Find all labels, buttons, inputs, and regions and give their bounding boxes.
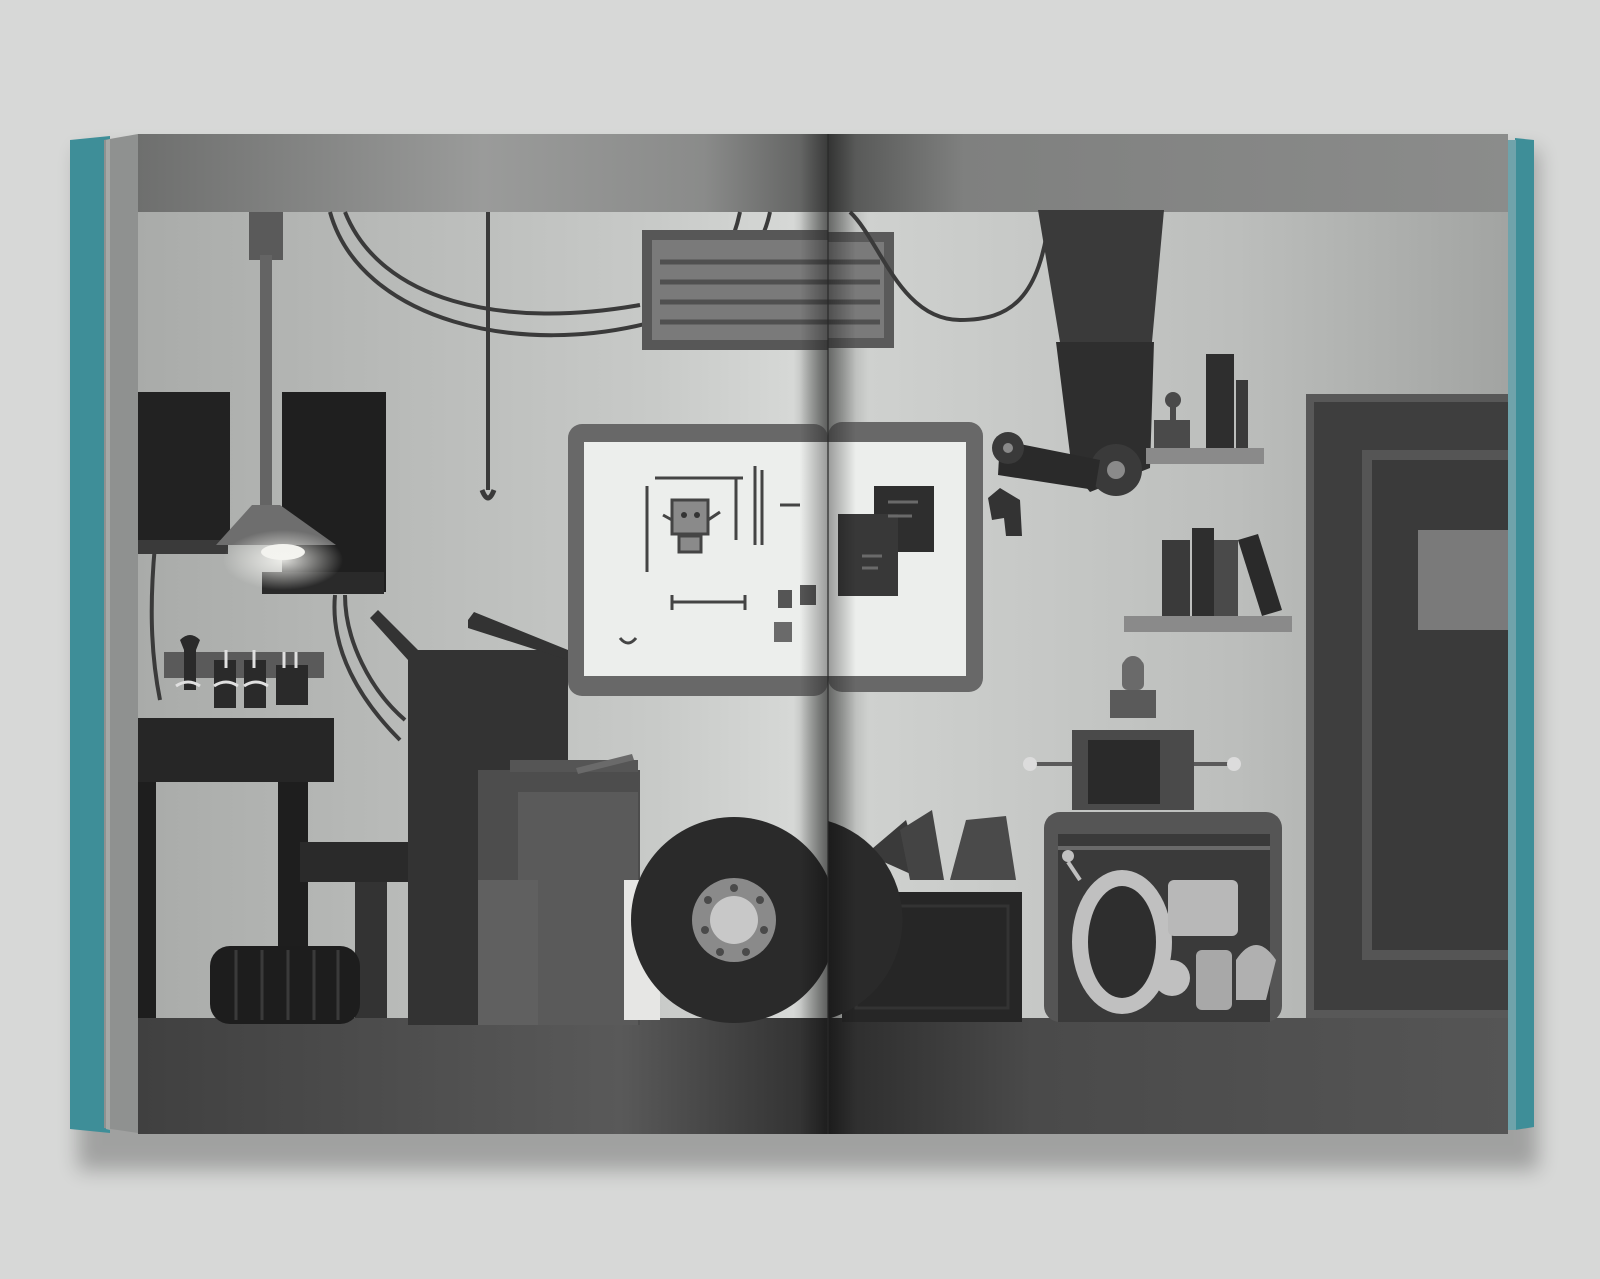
sticky-note: [778, 590, 792, 608]
tire: [631, 817, 837, 1023]
wall-shelf: [1124, 528, 1292, 632]
floor-band: [138, 1018, 828, 1134]
whiteboard: [568, 424, 828, 696]
book: [1238, 534, 1282, 616]
wall-cabinet: [138, 392, 230, 544]
wrench-icon: [180, 635, 200, 690]
tool-holder: [214, 660, 236, 708]
left-page: [138, 134, 837, 1134]
book: [1192, 528, 1214, 616]
ceiling-band: [138, 134, 828, 212]
right-page: [828, 134, 1508, 1134]
hose-coil: [210, 946, 360, 1024]
wall-shelf: [1146, 354, 1264, 464]
smiley-doodle: [618, 637, 638, 645]
door: [1306, 394, 1508, 1018]
robot-parts: [1062, 850, 1276, 1014]
hanging-cable: [848, 210, 1052, 323]
ceiling-band: [828, 134, 1508, 212]
robot-head: [1023, 656, 1241, 810]
book: [1214, 540, 1238, 616]
sticky-note: [774, 622, 792, 642]
book: [1206, 354, 1234, 448]
tool-rack: [164, 635, 324, 708]
robotic-arm: [988, 210, 1164, 536]
wall-vent: [642, 230, 828, 350]
robot-sketch: [645, 466, 800, 610]
tool-holder: [244, 660, 266, 708]
pendant-lamp: [216, 212, 343, 590]
gripper-claw: [988, 488, 1022, 536]
book-cover: [70, 136, 1534, 1133]
storage-boxes: [478, 754, 660, 1025]
tool-cup: [276, 665, 308, 705]
floor-band: [828, 1018, 1508, 1134]
book: [1236, 380, 1248, 448]
book: [1162, 540, 1190, 616]
door-window: [1418, 530, 1508, 630]
open-cabinet: [1044, 812, 1282, 1022]
